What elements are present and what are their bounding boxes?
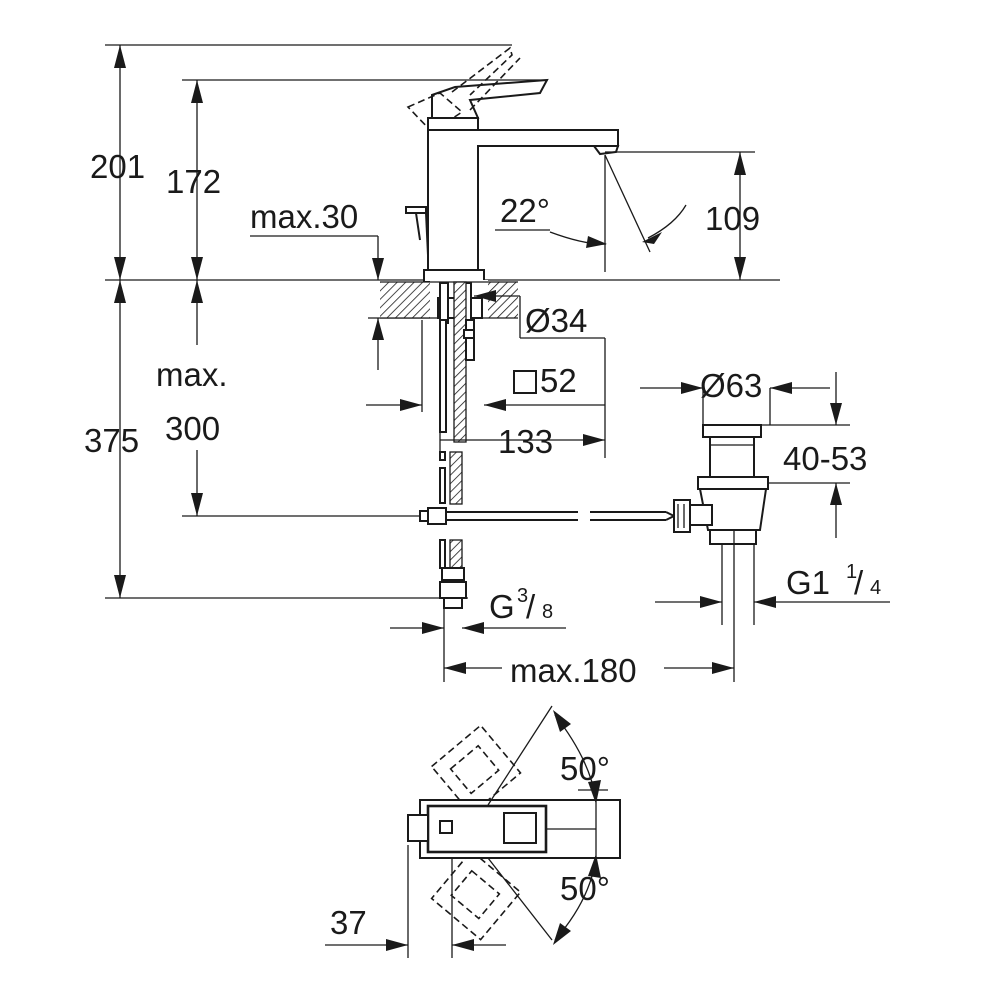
dimension-109: 109 bbox=[605, 151, 760, 280]
label-375: 375 bbox=[84, 422, 139, 459]
label-max: max. bbox=[156, 356, 228, 393]
label-300: 300 bbox=[165, 410, 220, 447]
dimension-diameter-63: Ø63 bbox=[640, 367, 830, 425]
label-diameter-34: Ø34 bbox=[525, 302, 587, 339]
dimension-37: 37 bbox=[325, 845, 506, 958]
label-supply-thread-sub: 8 bbox=[542, 601, 553, 623]
label-50-degree-top: 50° bbox=[560, 750, 610, 787]
label-max30: max.30 bbox=[250, 198, 358, 235]
label-waste-thread-sub: 4 bbox=[870, 577, 881, 599]
label-37: 37 bbox=[330, 904, 367, 941]
svg-text:/: / bbox=[526, 588, 536, 625]
faucet-top-view bbox=[407, 724, 621, 941]
label-172: 172 bbox=[166, 163, 221, 200]
label-diameter-63: Ø63 bbox=[700, 367, 762, 404]
label-52: 52 bbox=[540, 362, 577, 399]
faucet-side-view bbox=[405, 46, 620, 283]
dimension-supply-thread: G 3 / 8 bbox=[390, 585, 566, 634]
label-waste-thread-main: G1 bbox=[786, 564, 830, 601]
dimension-133: 133 bbox=[439, 423, 605, 460]
dimension-max30: max.30 bbox=[250, 198, 442, 370]
dimension-angle-22: 22° bbox=[495, 154, 687, 272]
dimension-172: 172 bbox=[166, 79, 548, 280]
dimension-40-53: 40-53 bbox=[761, 372, 867, 538]
dimension-diameter-34: Ø34 bbox=[519, 296, 605, 339]
dimension-waste-thread: G1 1 / 4 bbox=[655, 561, 890, 608]
dimension-square-52: 52 bbox=[366, 320, 606, 458]
label-22-degree: 22° bbox=[500, 192, 550, 229]
label-supply-thread-main: G bbox=[489, 588, 515, 625]
label-109: 109 bbox=[705, 200, 760, 237]
waste-fitting bbox=[673, 424, 769, 682]
svg-text:/: / bbox=[854, 564, 864, 601]
dimension-max300: max. 300 bbox=[156, 280, 420, 517]
dimension-max180: max.180 bbox=[444, 650, 734, 689]
dimension-rotation-bottom: 50° bbox=[487, 854, 610, 945]
dimension-rotation-top: 50° bbox=[487, 705, 610, 806]
label-max180: max.180 bbox=[510, 652, 637, 689]
popup-rod bbox=[419, 507, 675, 525]
dimension-375: 375 bbox=[84, 280, 468, 599]
supply-hoses bbox=[439, 281, 475, 682]
label-50-degree-bottom: 50° bbox=[560, 870, 610, 907]
label-40-53: 40-53 bbox=[783, 440, 867, 477]
label-133: 133 bbox=[498, 423, 553, 460]
label-201: 201 bbox=[90, 148, 145, 185]
label-waste-thread-sup: 1 bbox=[846, 561, 857, 583]
countertop-section bbox=[380, 280, 520, 324]
dimension-201: 201 bbox=[90, 44, 512, 280]
label-supply-thread-sup: 3 bbox=[517, 585, 528, 607]
